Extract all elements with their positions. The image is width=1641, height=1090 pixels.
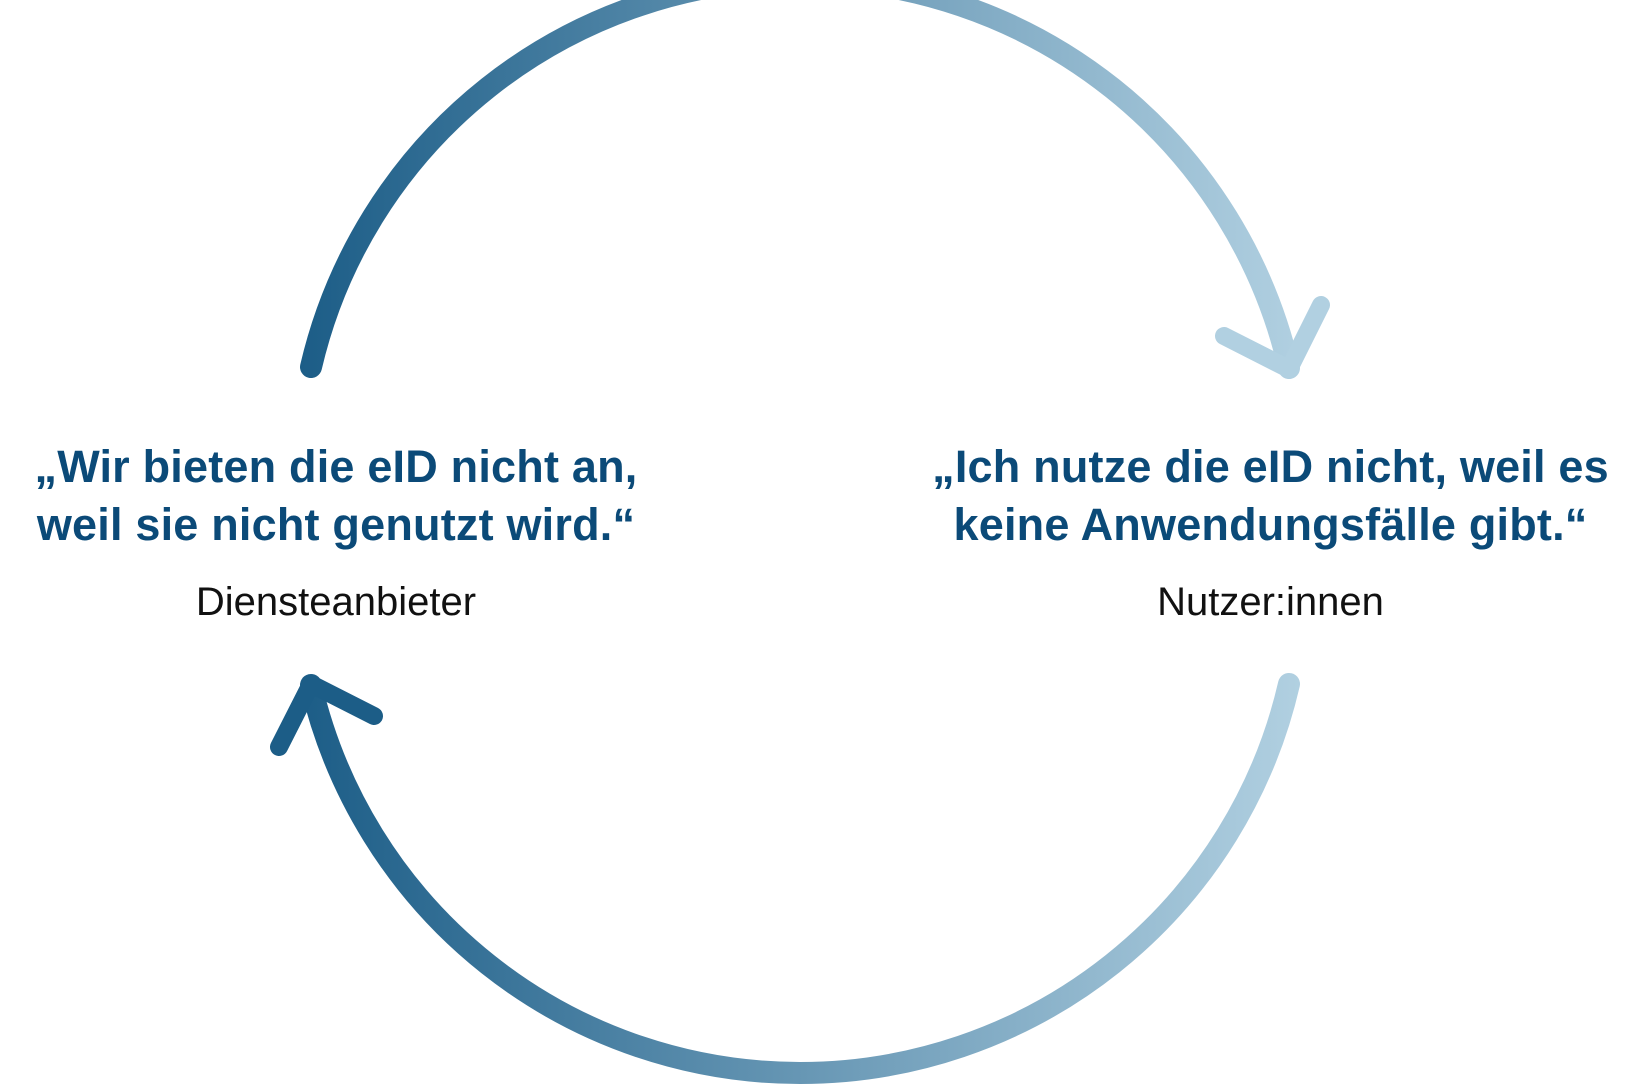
provider-label: Diensteanbieter bbox=[195, 580, 477, 624]
top-arc-arrow bbox=[300, 0, 1330, 379]
user-quote-line-1: „Ich nutze die eID nicht, weil es bbox=[932, 441, 1609, 492]
provider-statement: „Wir bieten die eID nicht an, weil sie n… bbox=[0, 438, 672, 626]
user-statement: „Ich nutze die eID nicht, weil es keine … bbox=[900, 438, 1641, 626]
user-quote: „Ich nutze die eID nicht, weil es keine … bbox=[900, 438, 1641, 554]
user-label: Nutzer:innen bbox=[1157, 580, 1384, 624]
provider-quote: „Wir bieten die eID nicht an, weil sie n… bbox=[0, 438, 672, 554]
user-quote-line-2: keine Anwendungsfälle gibt.“ bbox=[953, 499, 1588, 550]
bottom-arc-arrow bbox=[270, 673, 1300, 1084]
provider-quote-line-2: weil sie nicht genutzt wird.“ bbox=[36, 499, 636, 550]
provider-quote-line-1: „Wir bieten die eID nicht an, bbox=[34, 441, 638, 492]
